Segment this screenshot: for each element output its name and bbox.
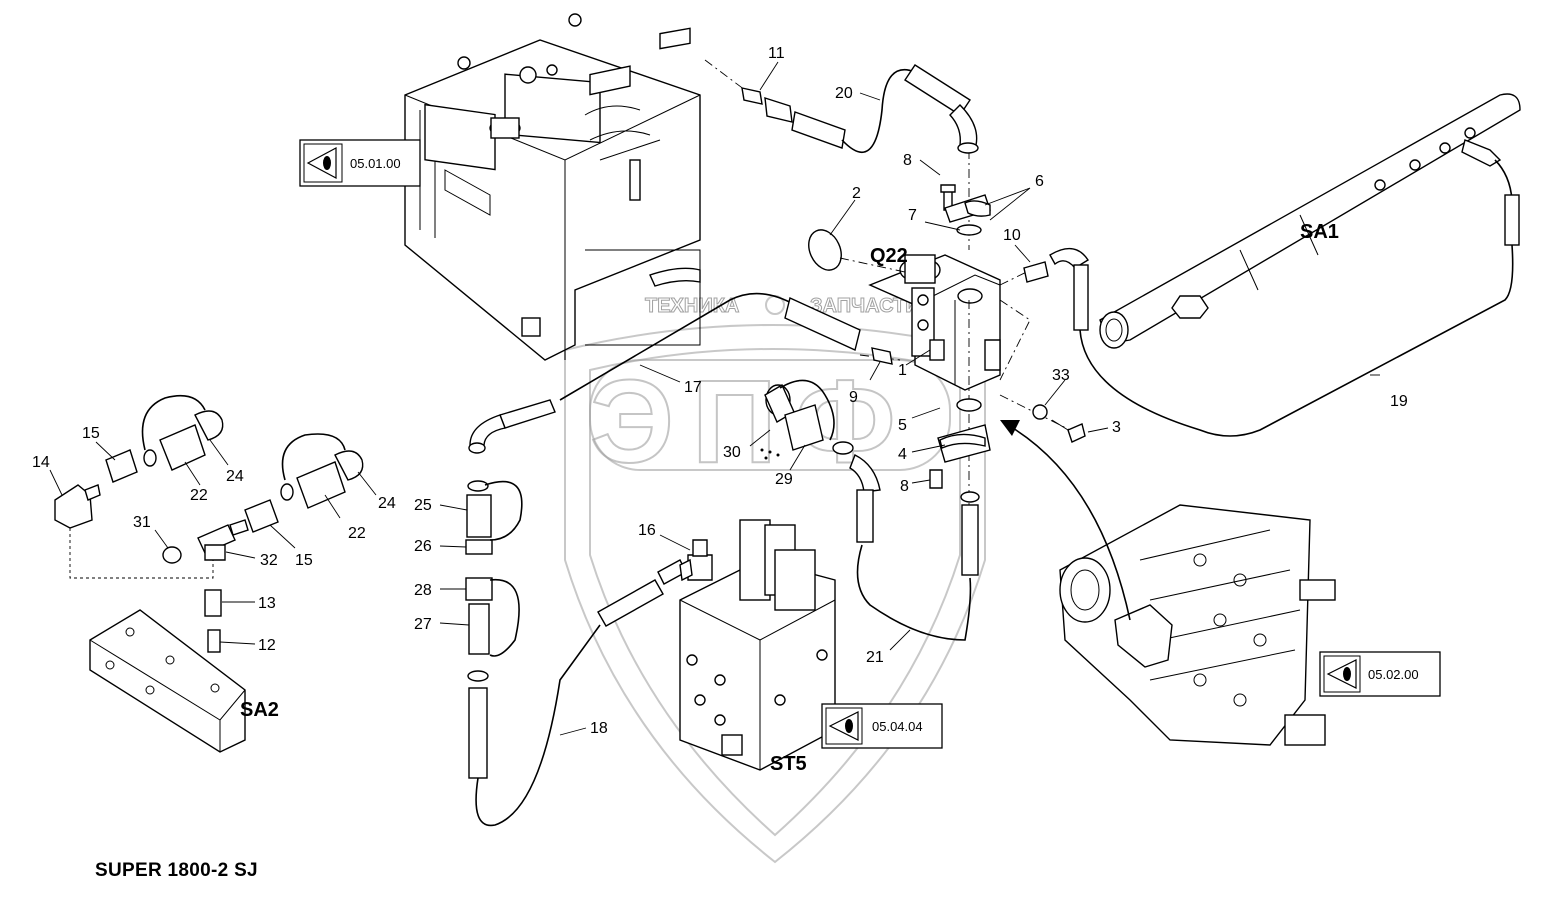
view-ref-box-2[interactable]: 05.02.00 [1319,651,1441,697]
engine [1059,504,1336,746]
watermark-logo: ЭПФ [590,356,913,488]
q22-valve-block: Q22 [868,245,1001,391]
view-ref-box-1[interactable]: 05.01.00 [299,139,421,187]
callout-7: 7 [908,207,917,224]
callout-26: 26 [414,538,432,555]
callout-15-bottom: 15 [295,552,313,569]
arrow-head-icon [1000,420,1020,436]
callout-20: 20 [835,85,853,102]
callout-24-bottom: 24 [378,495,396,512]
callout-2: 2 [852,185,861,202]
callout-24-top: 24 [226,468,244,485]
callout-5: 5 [898,417,907,434]
o-ring-2 [808,229,842,271]
hose-20-assembly [741,64,979,154]
callout-8-top: 8 [903,152,912,169]
watermark-text-left: ТЕХНИКА [645,295,739,317]
bolt-3 [1032,404,1086,443]
assembly-label-st5: ST5 [770,753,807,775]
callout-28: 28 [414,582,432,599]
hose-17-assembly [468,292,893,454]
callout-19: 19 [1390,393,1408,410]
view-ref-label-1: 05.01.00 [350,156,401,171]
fitting-10 [1023,247,1089,331]
flange-top [940,184,991,236]
callout-8-bottom: 8 [900,478,909,495]
callout-16: 16 [638,522,656,539]
callout-12: 12 [258,637,276,654]
callout-3: 3 [1112,419,1121,436]
callout-6: 6 [1035,173,1044,190]
quick-coupling-left [465,480,523,682]
left-coupling-group [54,394,364,653]
callout-30: 30 [723,444,741,461]
watermark: ТЕХНИКА ЗАПЧАСТИ ЭПФ [564,295,986,864]
callout-29: 29 [775,471,793,488]
callout-25: 25 [414,497,432,514]
callout-21: 21 [866,649,884,666]
eye-icon [306,146,337,180]
hose-18-assembly [468,559,687,827]
view-ref-label-3: 05.04.04 [872,719,923,734]
view-ref-box-3[interactable]: 05.04.04 [821,703,943,749]
callout-10: 10 [1003,227,1021,244]
view-ref-label-2: 05.02.00 [1368,667,1419,682]
assembly-label-q22: Q22 [870,245,908,267]
callout-17: 17 [684,379,702,396]
callout-15-top: 15 [82,425,100,442]
st5-valve: ST5 [679,519,836,775]
assembly-label-sa1: SA1 [1300,221,1339,243]
callout-33: 33 [1052,367,1070,384]
callout-13: 13 [258,595,276,612]
flange-bottom [929,398,991,489]
hydraulic-tank [404,13,701,361]
tee-fitting-16 [679,539,713,582]
sa1-pipe: SA1 [1099,93,1521,349]
callout-22-bottom: 22 [348,525,366,542]
hose-19 [1079,244,1514,437]
watermark-text-right: ЗАПЧАСТИ [810,295,920,317]
callout-9: 9 [849,389,858,406]
axis-line [704,59,746,91]
callout-22-top: 22 [190,487,208,504]
callout-1: 1 [898,362,907,379]
callout-18: 18 [590,720,608,737]
callout-4: 4 [898,446,907,463]
callout-31: 31 [133,514,151,531]
assembly-label-sa2: SA2 [240,699,279,721]
hose-21-assembly [849,454,980,641]
callout-14: 14 [32,454,50,471]
eye-icon [1326,659,1357,689]
model-title: SUPER 1800-2 SJ [95,860,258,881]
callout-11: 11 [768,45,785,62]
quick-coupling-center [760,379,854,460]
sa2-block: SA2 [89,609,279,753]
callout-27: 27 [414,616,432,633]
callout-32: 32 [260,552,278,569]
eye-icon [828,711,859,741]
arrow-pointer [1007,424,1131,621]
callouts: 11 20 8 6 7 2 10 33 3 19 1 9 5 4 8 17 30 [32,45,1408,737]
